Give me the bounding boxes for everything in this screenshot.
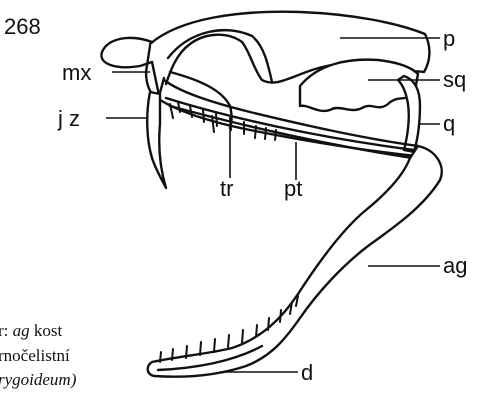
label-d: d: [301, 360, 313, 385]
fang: [147, 92, 166, 188]
caption-fragment: r: ag kost rnočelistní rygoideum): [0, 321, 77, 389]
caption-line-1: r: ag kost: [0, 321, 63, 340]
label-pt: pt: [284, 176, 302, 201]
skull-illustration: [101, 12, 441, 377]
label-p: p: [443, 26, 455, 51]
page-number: 268: [4, 14, 41, 39]
caption-line-3: rygoideum): [0, 370, 77, 389]
label-q: q: [443, 111, 455, 136]
label-mx: mx: [62, 60, 91, 85]
nasal-bone: [101, 38, 152, 67]
label-jz: j z: [57, 106, 80, 131]
label-tr: tr: [220, 176, 233, 201]
label-sq: sq: [443, 67, 466, 92]
caption-line-2: rnočelistní: [0, 346, 70, 365]
label-ag: ag: [443, 253, 467, 278]
